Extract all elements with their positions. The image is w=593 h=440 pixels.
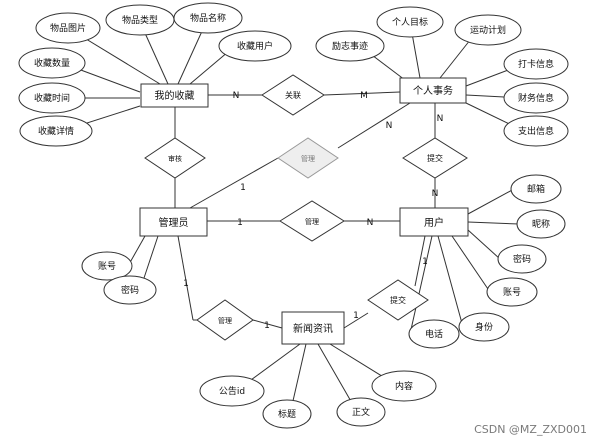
attr-fav-user-label: 收藏用户 [237, 40, 273, 52]
attr-identity-label: 身份 [475, 321, 493, 333]
attr-notice-id-label: 公告id [219, 385, 245, 397]
attr-admin-account-label: 账号 [98, 261, 116, 272]
relationship-submit-low: 提交 [367, 279, 429, 321]
entity-user-label: 用户 [424, 216, 444, 229]
relationship-audit: 审核 [144, 137, 206, 179]
entity-news-label: 新闻资讯 [293, 322, 333, 335]
attr-expense-info: 支出信息 [503, 115, 569, 147]
attr-email: 邮箱 [510, 174, 562, 204]
attr-exercise-plan-label: 运动计划 [470, 24, 506, 36]
relationship-manage-gray: 管理 [277, 137, 339, 179]
attr-inspiring-story-label: 励志事迹 [332, 40, 368, 52]
entity-news: 新闻资讯 [281, 311, 345, 345]
attr-user-password: 密码 [497, 244, 547, 274]
attr-fav-detail: 收藏详情 [19, 115, 93, 147]
attr-email-label: 邮箱 [527, 183, 545, 195]
attr-fav-detail-label: 收藏详情 [38, 125, 74, 137]
relationship-submit-top-label: 提交 [427, 153, 443, 163]
entity-favorites-label: 我的收藏 [155, 89, 195, 102]
attr-fav-time-label: 收藏时间 [34, 92, 70, 104]
attr-admin-password: 密码 [103, 275, 157, 305]
relationship-manage-low-label: 管理 [218, 316, 232, 325]
attr-user-password-label: 密码 [513, 253, 531, 265]
attr-exercise-plan: 运动计划 [454, 14, 522, 46]
cardinality-favorites: N [233, 91, 240, 101]
entity-personal-label: 个人事务 [413, 84, 453, 97]
entity-user: 用户 [399, 207, 469, 237]
cardinality-news-right: 1 [353, 311, 359, 321]
attr-fav-user: 收藏用户 [218, 30, 292, 62]
attr-item-type: 物品类型 [105, 4, 175, 36]
attr-content: 内容 [371, 370, 437, 402]
attr-checkin-info: 打卡信息 [503, 48, 569, 80]
attr-fav-time: 收藏时间 [18, 82, 86, 114]
attr-expense-info-label: 支出信息 [518, 125, 554, 137]
watermark: CSDN @MZ_ZXD001 [474, 423, 587, 436]
attr-body: 正文 [336, 397, 386, 427]
cardinality-user-top: N [432, 189, 439, 199]
attr-finance-info-label: 财务信息 [518, 92, 554, 104]
relationship-submit-top: 提交 [402, 137, 468, 179]
entity-personal: 个人事务 [399, 77, 467, 104]
attr-item-type-label: 物品类型 [122, 14, 158, 26]
attr-admin-account: 账号 [81, 251, 133, 281]
attr-user-account: 账号 [486, 277, 538, 307]
attr-user-account-label: 账号 [503, 287, 521, 298]
attr-nickname-label: 昵称 [532, 218, 550, 230]
entity-admin: 管理员 [139, 207, 208, 237]
entity-favorites: 我的收藏 [140, 83, 209, 108]
attr-item-name: 物品名称 [173, 2, 243, 34]
attr-body-label: 正文 [352, 406, 370, 418]
relationship-assoc: 关联 [261, 74, 325, 116]
cardinality-admin-down: 1 [183, 279, 189, 289]
attr-item-image-label: 物品图片 [50, 22, 86, 34]
relationship-manage-low: 管理 [196, 299, 254, 341]
attr-nickname: 昵称 [516, 209, 566, 239]
cardinality-news: 1 [264, 321, 270, 331]
cardinality-admin: 1 [237, 218, 243, 228]
cardinality-personal: M [360, 91, 368, 101]
attr-content-label: 内容 [395, 380, 413, 392]
attr-title-label: 标题 [278, 408, 296, 420]
attr-notice-id: 公告id [199, 375, 265, 407]
relationship-manage-mid-label: 管理 [305, 217, 319, 226]
attr-fav-count-label: 收藏数量 [34, 57, 70, 69]
cardinality-user-low: 1 [422, 257, 428, 267]
attr-fav-count: 收藏数量 [18, 47, 86, 79]
attr-title: 标题 [262, 399, 312, 429]
attr-phone: 电话 [408, 319, 460, 349]
attr-item-image: 物品图片 [35, 12, 101, 44]
relationship-manage-mid: 管理 [279, 200, 345, 242]
attr-identity: 身份 [458, 312, 510, 342]
cardinality-personal-diag: N [386, 121, 393, 131]
attr-checkin-info-label: 打卡信息 [518, 58, 554, 70]
attr-item-name-label: 物品名称 [190, 12, 226, 24]
attr-admin-password-label: 密码 [121, 284, 139, 296]
attr-personal-goal: 个人目标 [376, 6, 444, 38]
cardinality-personal-down: N [437, 114, 444, 124]
relationship-manage-gray-label: 管理 [301, 154, 315, 163]
attr-phone-label: 电话 [425, 328, 443, 340]
cardinality-user: N [367, 218, 374, 228]
relationship-assoc-label: 关联 [285, 90, 301, 100]
cardinality-admin-diag: 1 [240, 183, 246, 193]
relationship-submit-low-label: 提交 [390, 295, 406, 305]
relationship-audit-label: 审核 [168, 154, 182, 163]
attr-personal-goal-label: 个人目标 [392, 16, 428, 28]
entity-admin-label: 管理员 [159, 216, 189, 229]
attr-inspiring-story: 励志事迹 [315, 30, 385, 62]
attr-finance-info: 财务信息 [503, 82, 569, 114]
